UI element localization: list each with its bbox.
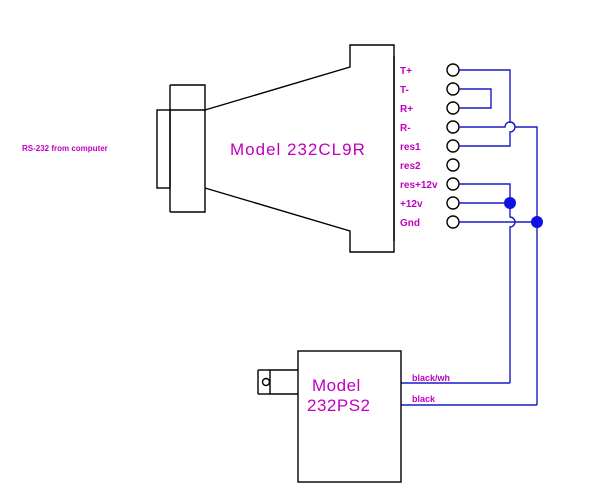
- terminal-screw-res2: [446, 158, 460, 172]
- wire-res12v-to-12v: [459, 183, 511, 203]
- terminal-screw-res1: [446, 139, 460, 153]
- terminal-label-res-12v: res+12v: [400, 180, 438, 191]
- terminal-label-gnd: Gnd: [400, 218, 420, 229]
- power-supply-232ps2: [257, 350, 402, 483]
- terminal-label-t-plus: T+: [400, 66, 412, 77]
- wire-r-minus-to-gnd-bus: [459, 121, 538, 405]
- terminal-screw-plus-12v: [446, 196, 460, 210]
- rs232-source-label: RS-232 from computer: [22, 144, 108, 153]
- terminal-labels: T+ T- R+ R- res1 res2 res+12v +12v Gnd: [400, 66, 438, 229]
- terminal-label-plus-12v: +12v: [400, 199, 423, 210]
- terminal-screw-r-plus: [446, 101, 460, 115]
- terminal-screw-r-minus: [446, 120, 460, 134]
- terminal-screws: [446, 63, 460, 229]
- terminal-label-r-plus: R+: [400, 104, 413, 115]
- terminal-screw-res-12v: [446, 177, 460, 191]
- converter-232cl9r-body: [204, 44, 395, 253]
- terminal-screw-t-plus: [446, 63, 460, 77]
- terminal-label-res2: res2: [400, 161, 421, 172]
- wire-label-black: black: [412, 394, 436, 404]
- junction-dot-gnd: [531, 216, 543, 228]
- terminal-screw-t-minus: [446, 82, 460, 96]
- terminal-screw-gnd: [446, 215, 460, 229]
- wire-plus-12v-bus: [459, 202, 516, 383]
- terminal-label-r-minus: R-: [400, 123, 411, 134]
- terminal-label-res1: res1: [400, 142, 421, 153]
- wire-label-black-wh: black/wh: [412, 373, 450, 383]
- jumper-t-minus-r-plus: [459, 88, 492, 109]
- power-supply-model-line2: 232PS2: [307, 396, 371, 415]
- db9-connector: [156, 84, 206, 213]
- power-supply-model-line1: Model: [312, 376, 361, 395]
- wiring: [401, 69, 543, 406]
- converter-model-label: Model 232CL9R: [230, 140, 366, 159]
- junction-dot-12v: [504, 197, 516, 209]
- plug-prong-hole-icon: [261, 377, 271, 387]
- terminal-label-t-minus: T-: [400, 85, 409, 96]
